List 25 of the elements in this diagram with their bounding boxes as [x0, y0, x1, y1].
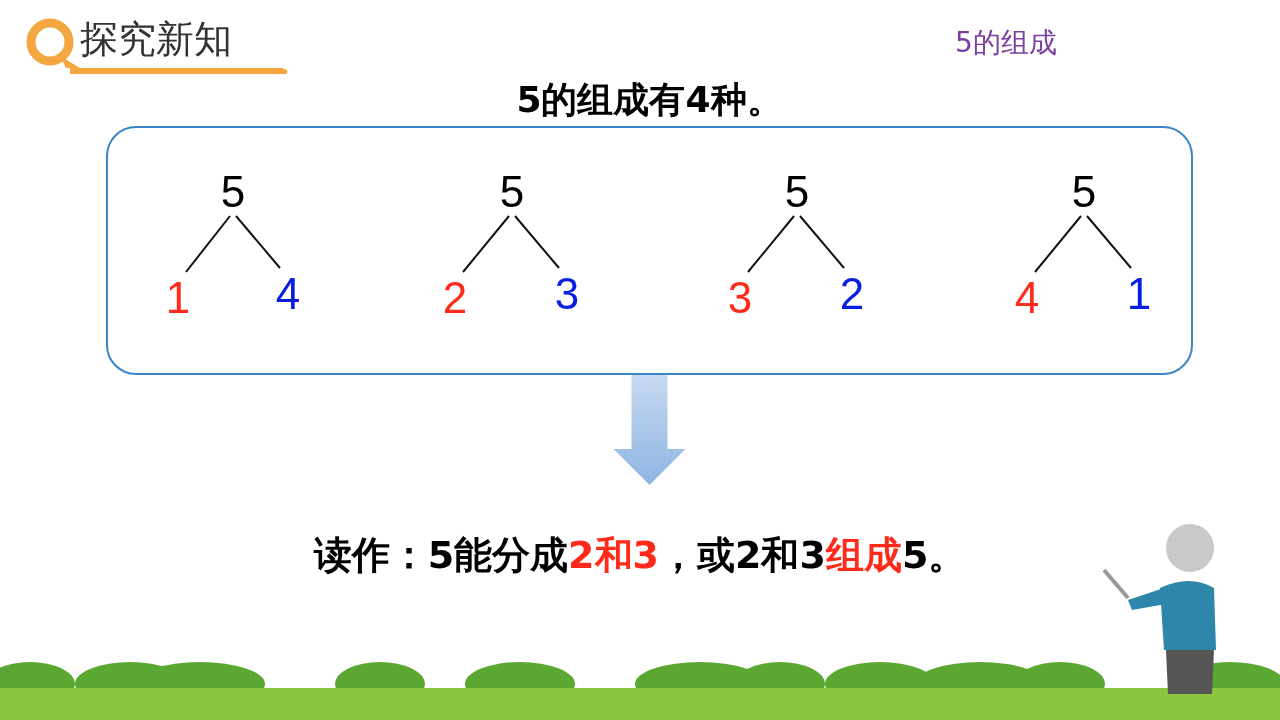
branch-line — [235, 215, 281, 269]
branch-line — [799, 215, 845, 269]
down-arrow — [613, 375, 686, 485]
topic-label: 5的组成 — [955, 25, 1057, 61]
branch-line — [1086, 215, 1132, 269]
number-label: 3 — [720, 276, 760, 320]
branch-line — [514, 215, 560, 269]
number-label: 5 — [492, 170, 532, 214]
branch-line — [185, 215, 231, 273]
number-label: 4 — [268, 272, 308, 316]
section-heading: 探究新知 — [80, 16, 232, 63]
number-label: 1 — [1119, 272, 1159, 316]
branch-line — [462, 215, 510, 273]
number-label: 1 — [158, 276, 198, 320]
reading-sentence: 读作：5能分成2和3，或2和3组成5。 — [312, 532, 968, 579]
number-label: 2 — [832, 272, 872, 316]
number-label: 5 — [213, 170, 253, 214]
number-label: 3 — [547, 272, 587, 316]
number-label: 2 — [435, 276, 475, 320]
branch-line — [747, 215, 795, 273]
number-label: 4 — [1007, 276, 1047, 320]
number-label: 5 — [1064, 170, 1104, 214]
number-label: 5 — [777, 170, 817, 214]
branch-line — [1034, 215, 1082, 273]
panel-heading: 5的组成有4种。 — [515, 78, 784, 122]
